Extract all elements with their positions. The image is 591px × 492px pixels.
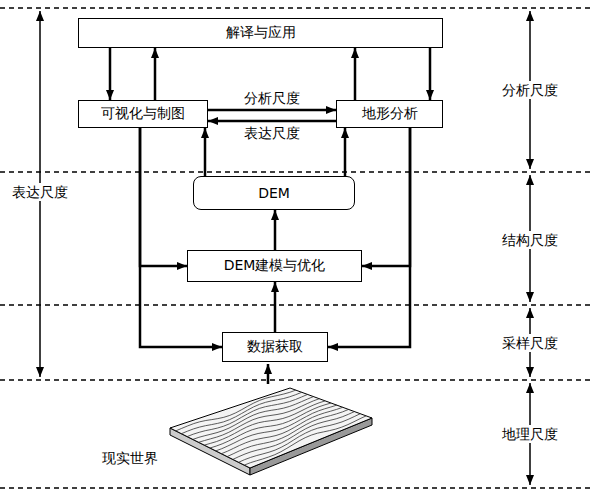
- box-text: DEM建模与优化: [224, 257, 326, 275]
- box-text: 数据获取: [247, 338, 303, 356]
- acquisition-box: 数据获取: [222, 332, 328, 362]
- application-box: 解译与应用: [78, 18, 443, 48]
- connector-arrow: [274, 210, 277, 250]
- terrain-analysis-box: 地形分析: [336, 100, 443, 128]
- scale-label: 地理尺度: [500, 425, 560, 443]
- connector-arrow: [274, 282, 277, 332]
- connector-arrow: [344, 128, 347, 176]
- connector-arrow: [140, 128, 187, 266]
- box-text: 可视化与制图: [101, 105, 185, 123]
- terrain-illustration: [170, 388, 372, 475]
- connector-arrow: [109, 48, 112, 100]
- visualization-box: 可视化与制图: [78, 100, 208, 128]
- edge-label: 表达尺度: [242, 124, 302, 142]
- connector-arrow: [204, 128, 207, 176]
- dem-box: DEM: [193, 176, 355, 210]
- connector-arrow: [154, 48, 157, 100]
- scale-label: 分析尺度: [500, 81, 560, 99]
- scale-divider: [0, 8, 591, 488]
- modeling-box: DEM建模与优化: [187, 250, 362, 282]
- connector-arrow: [208, 120, 336, 123]
- box-text: 地形分析: [362, 105, 418, 123]
- scale-label: 采样尺度: [500, 334, 560, 352]
- scale-label: 结构尺度: [500, 231, 560, 249]
- connector-arrow: [140, 128, 222, 347]
- scale-arrow: [40, 11, 530, 485]
- scale-label: 表达尺度: [10, 183, 70, 201]
- connector-arrow: [429, 48, 432, 100]
- edge-label: 分析尺度: [242, 89, 302, 107]
- world-label: 现实世界: [100, 449, 160, 467]
- connector-arrow: [362, 128, 410, 266]
- box-text: DEM: [258, 185, 290, 201]
- connector-arrow: [328, 128, 410, 347]
- box-text: 解译与应用: [226, 24, 296, 42]
- connector-arrow: [354, 48, 357, 100]
- input-arrow: [267, 364, 270, 384]
- connector-arrow: [208, 109, 336, 112]
